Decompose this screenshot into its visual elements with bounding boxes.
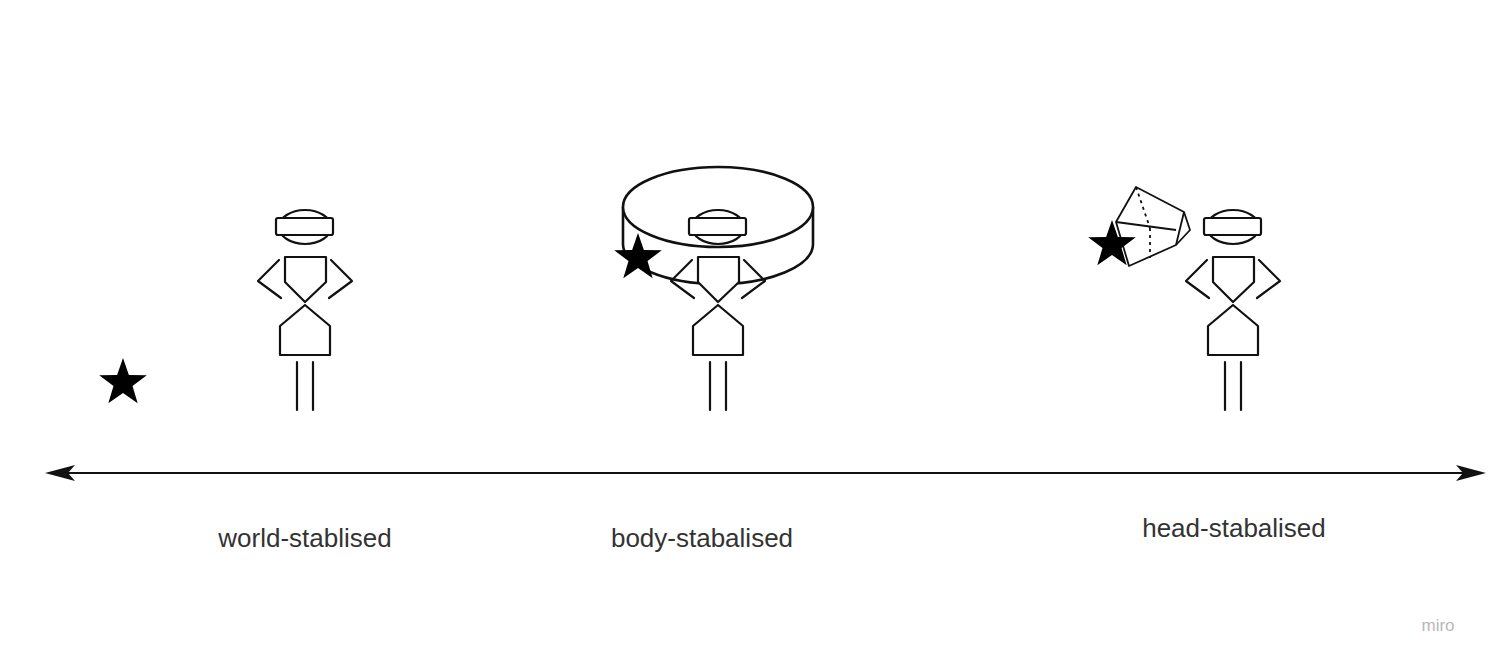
view-frustum: [1116, 187, 1190, 266]
star-marker: [614, 233, 662, 278]
axis-arrow: [45, 465, 1486, 481]
axis-label: body-stabalised: [611, 523, 793, 554]
person-figure: [671, 210, 765, 410]
axis-label: head-stabalised: [1142, 513, 1326, 544]
star-marker: [99, 358, 147, 403]
star-marker: [1088, 220, 1136, 265]
watermark: miro: [1421, 616, 1454, 636]
axis-label: world-stablised: [218, 523, 391, 554]
person-figure: [258, 210, 352, 410]
person-figure: [1186, 210, 1280, 410]
